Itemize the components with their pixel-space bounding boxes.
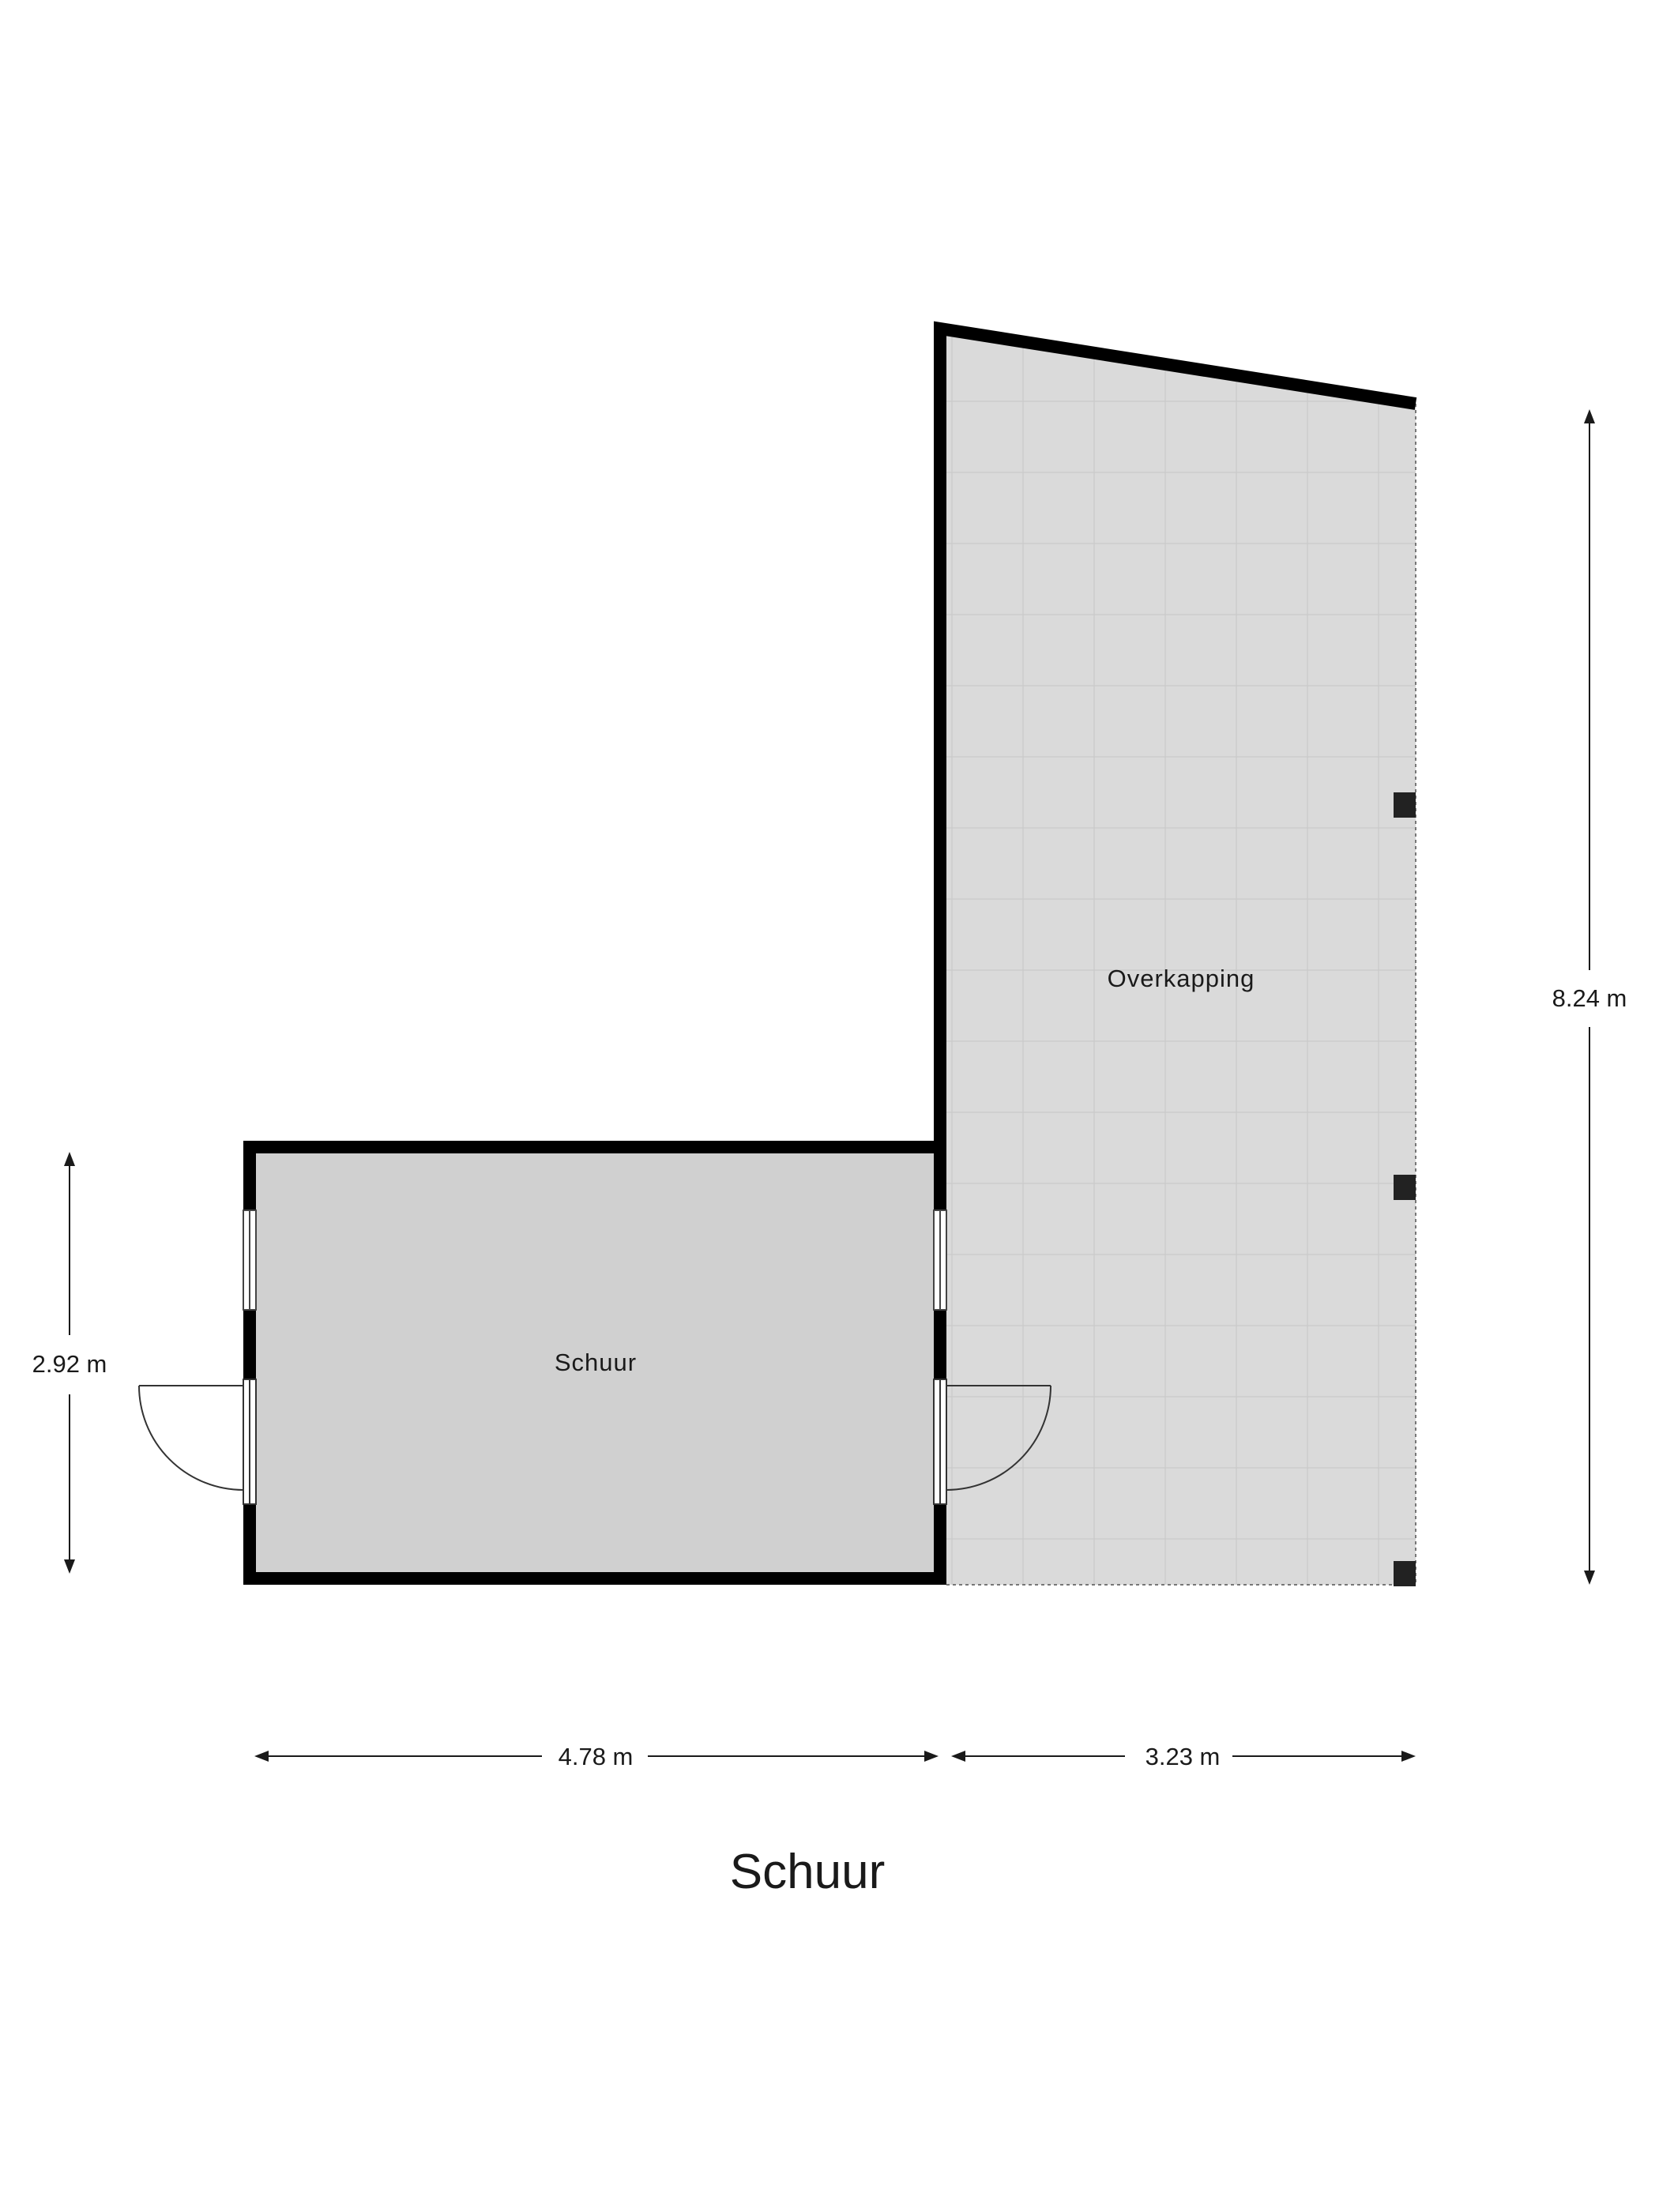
plan-title: Schuur [730, 1845, 885, 1899]
dimension-label-height-left: 2.92 m [32, 1350, 107, 1378]
dimension-width-left [254, 1751, 939, 1762]
window-left [243, 1209, 257, 1311]
room-label-schuur: Schuur [555, 1349, 637, 1376]
overkapping-floor [946, 330, 1416, 1585]
post [1394, 1175, 1416, 1200]
room-label-overkapping: Overkapping [1108, 965, 1255, 992]
dimension-label-height-right: 8.24 m [1552, 984, 1627, 1012]
post [1394, 1561, 1416, 1586]
dimension-width-right [951, 1751, 1416, 1762]
window-right [933, 1209, 947, 1311]
door-left [138, 1379, 257, 1505]
dimension-height-right [1584, 409, 1595, 1585]
dimension-label-width-right: 3.23 m [1146, 1743, 1221, 1770]
dimension-label-width-left: 4.78 m [559, 1743, 634, 1770]
schuur-floor [250, 1152, 940, 1574]
overkapping-wall [934, 321, 1417, 1144]
door-right [933, 1379, 1051, 1505]
post [1394, 792, 1416, 818]
dimension-height-left [64, 1152, 75, 1574]
